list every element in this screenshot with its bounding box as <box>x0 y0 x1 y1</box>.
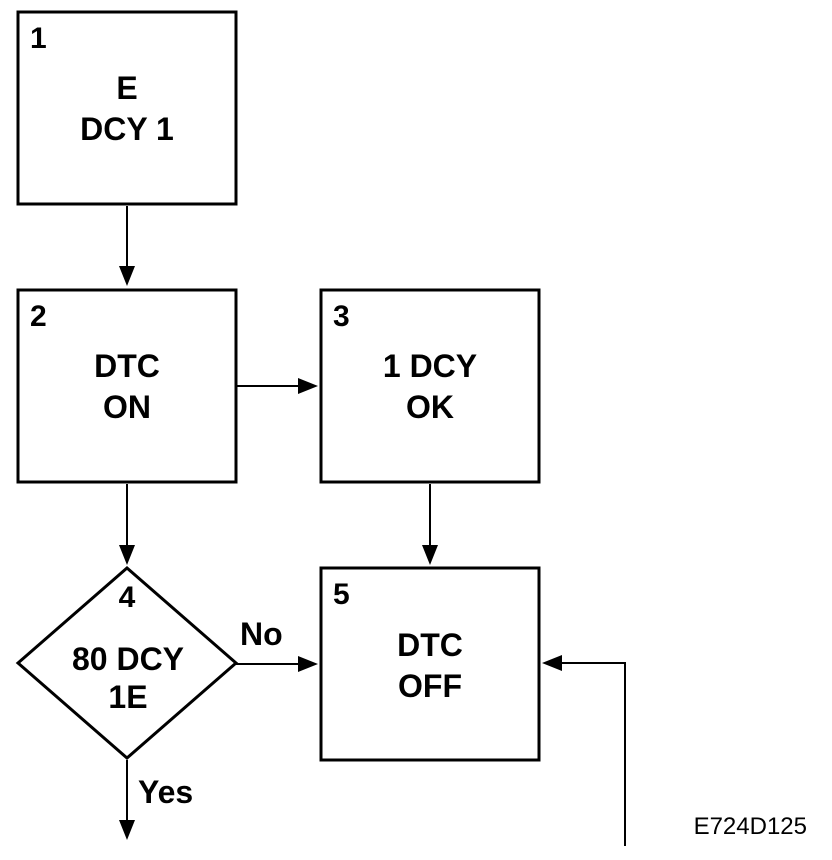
arrow-1-to-2 <box>119 206 135 286</box>
node-4: 4 80 DCY 1E <box>15 566 239 760</box>
arrow-4-to-5-no <box>236 656 318 672</box>
arrow-2-to-3 <box>236 378 318 394</box>
node-3-label-line1: 1 DCY <box>383 348 477 384</box>
node-5-label-line2: OFF <box>398 668 462 704</box>
node-2-number: 2 <box>30 300 47 333</box>
arrow-2-to-4 <box>119 484 135 565</box>
edge-label-no: No <box>240 616 283 652</box>
node-1-box <box>16 10 238 206</box>
node-5: 5 DTC OFF <box>319 566 541 762</box>
node-4-label-line1: 80 DCY <box>72 641 184 677</box>
node-1-label-line1: E <box>116 70 137 106</box>
node-4-label-line2: 1E <box>108 679 147 715</box>
node-2-label-line1: DTC <box>94 348 160 384</box>
node-5-label-line1: DTC <box>397 627 463 663</box>
node-3-label-line2: OK <box>406 389 454 425</box>
arrow-3-to-5 <box>422 484 438 565</box>
edge-label-yes: Yes <box>138 774 193 810</box>
node-1-number: 1 <box>30 22 47 55</box>
node-3: 3 1 DCY OK <box>319 288 541 484</box>
node-3-number: 3 <box>333 300 350 333</box>
node-4-number: 4 <box>119 581 136 614</box>
node-2: 2 DTC ON <box>16 288 238 484</box>
arrow-4-down-yes <box>119 760 135 840</box>
arrow-return-to-5 <box>542 655 626 846</box>
node-4-diamond <box>15 566 239 760</box>
figure-code: E724D125 <box>694 813 807 840</box>
node-1-label-line2: DCY 1 <box>80 111 174 147</box>
node-1: 1 E DCY 1 <box>16 10 238 206</box>
node-5-box <box>319 566 541 762</box>
node-2-label-line2: ON <box>103 389 151 425</box>
node-5-number: 5 <box>333 578 350 611</box>
node-2-box <box>16 288 238 484</box>
node-3-box <box>319 288 541 484</box>
